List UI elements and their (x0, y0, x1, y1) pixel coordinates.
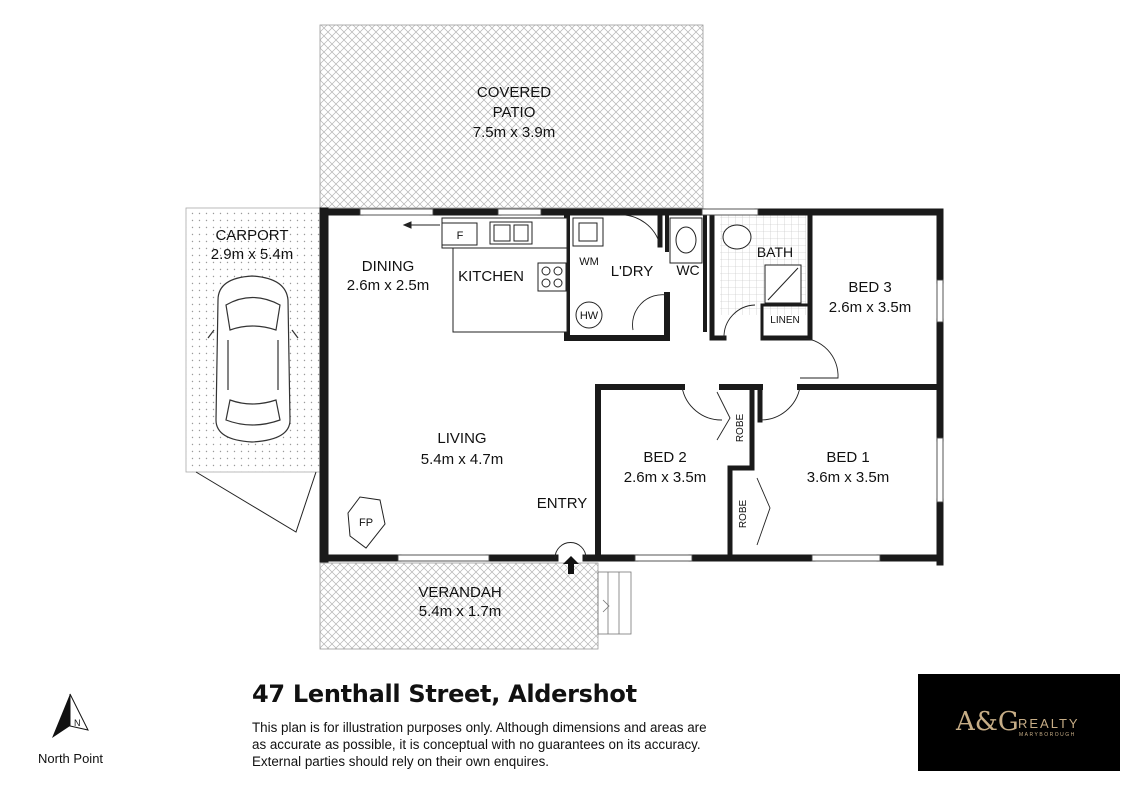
carport-gate (195, 471, 317, 533)
logo-mark: A&G (956, 707, 1019, 737)
agency-logo: A&G REALTY MARYBOROUGH (918, 674, 1120, 771)
verandah-area (319, 562, 599, 650)
fireplace-symbol (347, 496, 386, 549)
room-labels: COVERED PATIO 7.5m x 3.9m CARPORT 2.9m x… (211, 84, 912, 620)
kitchen-name: KITCHEN (458, 268, 524, 285)
hw-label: HW (580, 310, 599, 322)
logo-sub: MARYBOROUGH (1019, 732, 1076, 738)
wc-name: WC (676, 262, 699, 278)
living-name: LIVING (437, 430, 486, 447)
patio-name-1: COVERED (477, 84, 551, 101)
patio-name-2: PATIO (493, 104, 536, 121)
fp-label: FP (359, 517, 373, 529)
logo-word: REALTY (1018, 716, 1080, 731)
dining-name: DINING (362, 258, 415, 275)
north-arrow-icon: N (52, 693, 89, 738)
patio-size: 7.5m x 3.9m (473, 124, 556, 141)
robe-a-name: ROBE (735, 414, 746, 443)
bath-name: BATH (757, 244, 793, 260)
carport-name: CARPORT (215, 227, 288, 244)
kitchen-benches (441, 217, 802, 333)
north-letter: N (74, 718, 81, 728)
bed2-size: 2.6m x 3.5m (624, 469, 707, 486)
north-point-label: North Point (38, 751, 104, 766)
covered-patio-area (319, 24, 704, 209)
disclaimer-line-2: as accurate as possible, it is conceptua… (252, 737, 701, 752)
fridge-label: F (457, 230, 464, 242)
verandah-name: VERANDAH (418, 584, 501, 601)
wm-label: WM (579, 256, 599, 268)
carport-size: 2.9m x 5.4m (211, 246, 294, 263)
door-swings (554, 214, 839, 559)
bed3-name: BED 3 (848, 279, 891, 296)
entry-arrow (563, 556, 579, 574)
floor-plan: COVERED PATIO 7.5m x 3.9m CARPORT 2.9m x… (185, 24, 944, 650)
sliding-door-arrow (402, 221, 440, 229)
disclaimer-text: This plan is for illustration purposes o… (252, 719, 772, 770)
laundry-name: L'DRY (611, 263, 654, 280)
verandah-size: 5.4m x 1.7m (419, 603, 502, 620)
robe-b-name: ROBE (738, 500, 749, 529)
walls (319, 207, 944, 566)
living-size: 5.4m x 4.7m (421, 451, 504, 468)
car-icon (207, 275, 299, 443)
bed1-size: 3.6m x 3.5m (807, 469, 890, 486)
disclaimer-line-3: External parties should rely on their ow… (252, 754, 549, 769)
bed1-name: BED 1 (826, 449, 869, 466)
dining-size: 2.6m x 2.5m (347, 277, 430, 294)
verandah-steps (597, 571, 632, 635)
bed3-size: 2.6m x 3.5m (829, 299, 912, 316)
bed2-name: BED 2 (643, 449, 686, 466)
linen-name: LINEN (770, 315, 799, 326)
property-address: 47 Lenthall Street, Aldershot (252, 680, 637, 708)
windows (359, 208, 944, 562)
disclaimer-line-1: This plan is for illustration purposes o… (252, 720, 707, 735)
entry-name: ENTRY (537, 495, 588, 512)
